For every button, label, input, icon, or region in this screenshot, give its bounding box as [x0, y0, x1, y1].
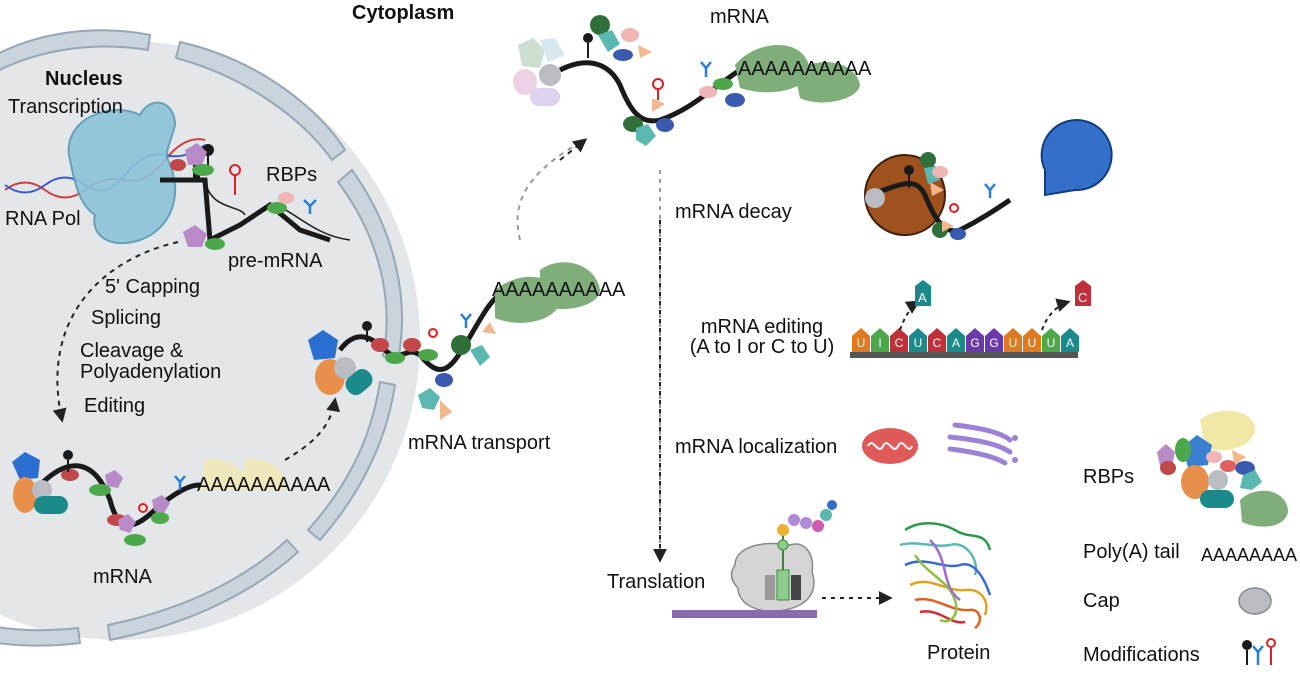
base-letter: A — [1066, 336, 1074, 350]
mrna-decay-label: mRNA decay — [675, 201, 792, 223]
base-letter: G — [970, 336, 979, 350]
rbp-cluster-nucleus-2 — [183, 192, 294, 250]
base-tile — [909, 328, 927, 352]
base-tile — [1004, 328, 1022, 352]
legend-rbps-graphic — [1157, 410, 1288, 527]
transport-arrow — [559, 138, 588, 161]
mrna-nucleus-label: mRNA — [93, 566, 152, 588]
base-tile — [890, 328, 908, 352]
nucleus-label: Nucleus — [45, 68, 123, 90]
base-tile — [871, 328, 889, 352]
transcription-label: Transcription — [8, 96, 123, 118]
cleavage-label-1: Cleavage & — [80, 340, 184, 362]
base-tile — [1042, 328, 1060, 352]
edited-base-c: C — [1078, 290, 1088, 305]
legend-cap-label: Cap — [1083, 590, 1120, 612]
rbps-nucleus-label: RBPs — [266, 164, 318, 186]
mrna-strand-nucleus — [12, 450, 286, 546]
mrna-top-label: mRNA — [710, 6, 769, 28]
base-letter: C — [933, 336, 942, 350]
editing-label: Editing — [84, 395, 146, 417]
base-letter: C — [895, 336, 904, 350]
rna-polymerase — [67, 101, 177, 245]
legend-rbps-label: RBPs — [1083, 466, 1135, 488]
legend-modifications-label: Modifications — [1083, 644, 1200, 666]
polya-top: AAAAAAAAAA — [738, 58, 872, 80]
capping-label: 5' Capping — [105, 276, 200, 298]
base-letter: U — [857, 336, 866, 350]
base-tile — [947, 328, 965, 352]
legend-cap-icon — [1238, 587, 1272, 615]
base-tile — [985, 328, 1003, 352]
protein-label: Protein — [927, 642, 991, 664]
base-tile — [852, 328, 870, 352]
ribosome — [672, 500, 837, 618]
rna-pol-label: RNA Pol — [5, 208, 81, 230]
mrna-strand-transport — [308, 262, 600, 420]
pre-mrna-label: pre-mRNA — [228, 250, 323, 272]
base-tile — [966, 328, 984, 352]
base-tile — [1023, 328, 1041, 352]
base-letter: U — [1009, 336, 1018, 350]
nuclear-envelope — [0, 29, 403, 647]
edited-base-a: A — [918, 290, 927, 305]
mrna-transport-label: mRNA transport — [408, 432, 551, 454]
cytoplasm-label: Cytoplasm — [352, 2, 455, 24]
legend-modification-icons — [1242, 638, 1276, 665]
rbp-cluster-nucleus-1 — [170, 143, 214, 176]
polya-transport: AAAAAAAAAA — [492, 279, 626, 301]
base-letter: U — [1047, 336, 1056, 350]
translation-label: Translation — [607, 571, 706, 593]
base-letter: U — [1028, 336, 1037, 350]
mrna-editing-label-1: mRNA editing — [700, 316, 824, 338]
golgi — [947, 422, 1018, 466]
base-tile — [1061, 328, 1079, 352]
splicing-label: Splicing — [91, 307, 162, 329]
export-arrow — [284, 397, 341, 461]
pre-mrna-strand — [160, 144, 351, 244]
legend-polya-sample: AAAAAAAA — [1201, 545, 1298, 565]
base-letter: I — [878, 336, 881, 350]
transport-arrow-faint — [516, 139, 586, 241]
base-letter: A — [952, 336, 960, 350]
processing-arrow — [52, 241, 179, 423]
mitochondrion — [862, 428, 918, 464]
legend-polya-label: Poly(A) tail — [1083, 541, 1180, 563]
cleavage-label-2: Polyadenylation — [80, 361, 222, 383]
mrna-localization-label: mRNA localization — [675, 436, 838, 458]
mrna-editing-label-2: (A to I or C to U) — [689, 336, 835, 358]
protein-structure — [899, 522, 992, 629]
base-letter: U — [914, 336, 923, 350]
mrna-decay-illustration — [842, 119, 1113, 240]
base-letter: G — [989, 336, 998, 350]
polya-nucleus: AAAAAAAAAA — [197, 474, 331, 496]
mrna-strand-cytoplasm — [513, 15, 860, 146]
base-tile — [928, 328, 946, 352]
